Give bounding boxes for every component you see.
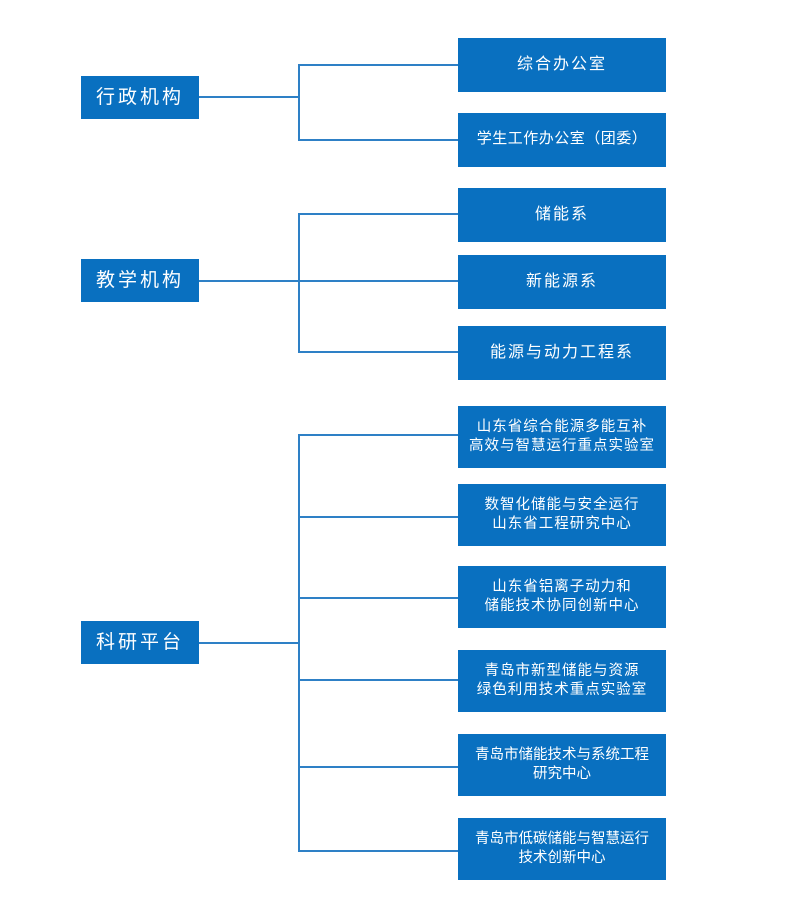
connector-branch-teaching-1	[298, 213, 458, 215]
leaf-node-new-energy-dept[interactable]: 新能源系	[458, 255, 666, 309]
connector-branch-administrative-2	[298, 139, 458, 141]
connector-branch-teaching-2	[298, 280, 458, 282]
connector-branch-research-2	[298, 516, 458, 518]
leaf-node-energy-storage-dept[interactable]: 储能系	[458, 188, 666, 242]
connector-trunk-research	[298, 434, 300, 852]
leaf-node-qingdao-low-carbon-innovation-center[interactable]: 青岛市低碳储能与智慧运行 技术创新中心	[458, 818, 666, 880]
connector-trunk-teaching	[298, 213, 300, 353]
leaf-node-shandong-integrated-energy-lab[interactable]: 山东省综合能源多能互补 高效与智慧运行重点实验室	[458, 406, 666, 468]
connector-branch-research-5	[298, 766, 458, 768]
connector-branch-research-1	[298, 434, 458, 436]
leaf-node-aluminum-ion-innovation-center[interactable]: 山东省铝离子动力和 储能技术协同创新中心	[458, 566, 666, 628]
leaf-node-general-office[interactable]: 综合办公室	[458, 38, 666, 92]
leaf-node-student-affairs-office[interactable]: 学生工作办公室（团委）	[458, 113, 666, 167]
root-node-administrative[interactable]: 行政机构	[81, 76, 199, 119]
connector-root-research	[199, 642, 299, 644]
connector-root-administrative	[199, 96, 299, 98]
leaf-node-digital-storage-safety-center[interactable]: 数智化储能与安全运行 山东省工程研究中心	[458, 484, 666, 546]
leaf-node-energy-power-engineering-dept[interactable]: 能源与动力工程系	[458, 326, 666, 380]
connector-branch-administrative-1	[298, 64, 458, 66]
connector-trunk-administrative	[298, 64, 300, 141]
connector-branch-research-3	[298, 597, 458, 599]
connector-branch-research-4	[298, 679, 458, 681]
leaf-node-qingdao-storage-systems-center[interactable]: 青岛市储能技术与系统工程 研究中心	[458, 734, 666, 796]
connector-branch-teaching-3	[298, 351, 458, 353]
connector-branch-research-6	[298, 850, 458, 852]
leaf-node-qingdao-new-storage-resource-lab[interactable]: 青岛市新型储能与资源 绿色利用技术重点实验室	[458, 650, 666, 712]
root-node-research[interactable]: 科研平台	[81, 621, 199, 664]
connector-root-teaching	[199, 280, 299, 282]
root-node-teaching[interactable]: 教学机构	[81, 259, 199, 302]
